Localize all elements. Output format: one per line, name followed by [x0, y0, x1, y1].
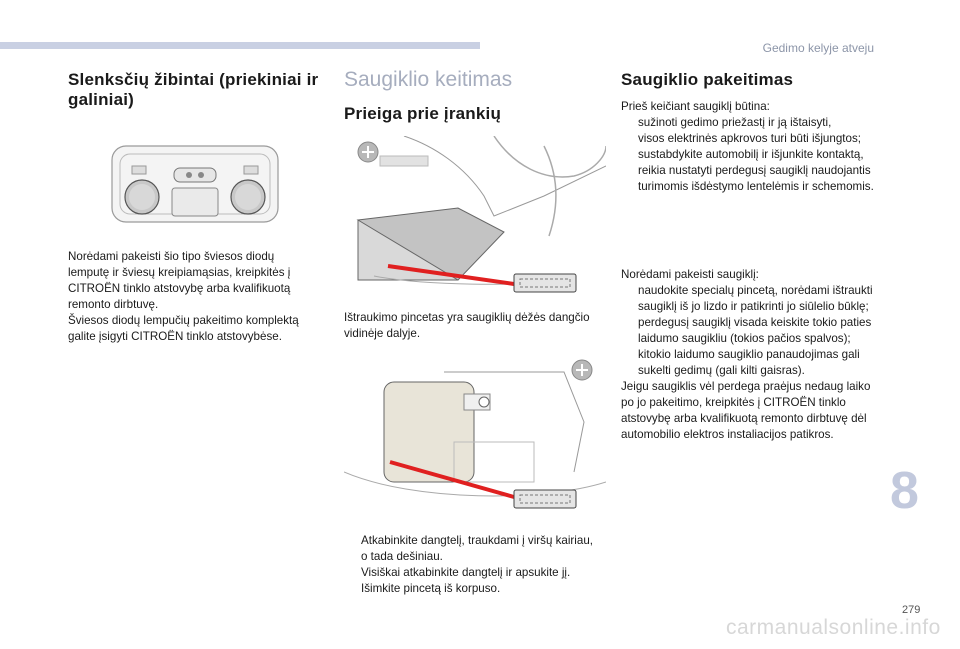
list-item: sužinoti gedimo priežastį ir ją ištaisyt… — [638, 116, 832, 129]
list-item: Atkabinkite dangtelį, traukdami į viršų … — [361, 534, 593, 563]
list-item: perdegusį saugiklį visada keiskite tokio… — [638, 316, 872, 377]
watermark: carmanualsonline.info — [726, 616, 941, 639]
left-paragraph-1: Norėdami pakeisti šio tipo šviesos diodų… — [68, 250, 291, 311]
middle-caption: Ištraukimo pincetas yra saugiklių dėžės … — [344, 311, 590, 340]
ceiling-light-illustration — [111, 145, 279, 223]
chapter-number: 8 — [890, 462, 919, 520]
list-item: reikia nustatyti perdegusį saugiklį naud… — [638, 164, 874, 193]
right-intro-2: Norėdami pakeisti saugiklį: — [621, 268, 759, 281]
middle-column-head: Saugiklio keitimas Prieiga prie įrankių — [344, 68, 604, 124]
left-heading: Slenksčių žibintai (priekiniai ir galini… — [68, 70, 319, 109]
middle-heading: Saugiklio keitimas — [344, 68, 513, 91]
replace-list: naudokite specialų pincetą, norėdami išt… — [621, 283, 881, 379]
right-main-block: Norėdami pakeisti saugiklį: naudokite sp… — [621, 267, 881, 443]
middle-steps: Atkabinkite dangtelį, traukdami į viršų … — [344, 533, 599, 597]
list-item: sustabdykite automobilį ir išjunkite kon… — [638, 148, 864, 161]
right-outro: Jeigu saugiklis vėl perdega praėjus neda… — [621, 380, 871, 441]
middle-subheading: Prieiga prie įrankių — [344, 104, 502, 123]
list-item: naudokite specialų pincetą, norėdami išt… — [638, 284, 873, 313]
section-header: Gedimo kelyje atveju — [762, 41, 874, 55]
dashboard-illustration-1 — [344, 136, 606, 301]
left-paragraph-2: Šviesos diodų lempučių pakeitimo komplek… — [68, 314, 299, 343]
list-item: Išimkite pincetą iš korpuso. — [361, 582, 501, 595]
top-accent-bar — [0, 42, 480, 49]
list-item: visos elektrinės apkrovos turi būti išju… — [638, 132, 861, 145]
left-text: Norėdami pakeisti šio tipo šviesos diodų… — [68, 249, 318, 345]
right-pre-block: Prieš keičiant saugiklį būtina: sužinoti… — [621, 99, 881, 195]
middle-caption-block: Ištraukimo pincetas yra saugiklių dėžės … — [344, 310, 594, 342]
right-heading: Saugiklio pakeitimas — [621, 70, 794, 89]
list-item: Visiškai atkabinkite dangtelį ir apsukit… — [361, 566, 571, 579]
page-number: 279 — [902, 604, 921, 616]
pre-list: sužinoti gedimo priežastį ir ją ištaisyt… — [621, 115, 881, 195]
left-column: Slenksčių žibintai (priekiniai ir galini… — [68, 70, 330, 110]
right-intro: Prieš keičiant saugiklį būtina: — [621, 100, 770, 113]
right-column: Saugiklio pakeitimas — [621, 70, 883, 90]
dashboard-illustration-2 — [344, 352, 606, 520]
steps-list: Atkabinkite dangtelį, traukdami į viršų … — [344, 533, 599, 597]
